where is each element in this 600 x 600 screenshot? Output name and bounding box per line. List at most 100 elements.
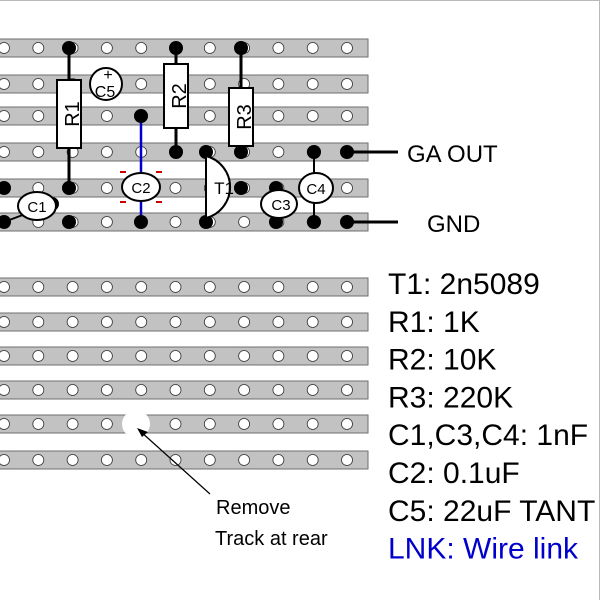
- strip-hole: [341, 182, 353, 194]
- strip-hole: [32, 350, 45, 362]
- strip-hole: [341, 454, 353, 466]
- strip-hole: [66, 454, 79, 466]
- annotation-remove: Remove: [216, 497, 290, 519]
- parts-list-item: C5: 22uF TANT: [388, 495, 595, 528]
- capacitor-c3: C3: [260, 181, 298, 229]
- strip-hole: [272, 316, 285, 328]
- strip-hole: [341, 316, 353, 328]
- parts-list-item: R3: 220K: [388, 381, 513, 414]
- strip-hole: [0, 146, 10, 158]
- c5-label: C5: [95, 84, 116, 101]
- strip-hole: [238, 350, 251, 362]
- strip-hole: [0, 350, 10, 362]
- strip-hole: [341, 384, 353, 396]
- strip-hole: [0, 454, 10, 466]
- strip-hole: [203, 418, 216, 430]
- strip-hole: [238, 384, 251, 396]
- strip-hole: [341, 418, 353, 430]
- strip-hole: [101, 182, 113, 194]
- strip-hole: [135, 454, 148, 466]
- strip-hole: [169, 350, 182, 362]
- strip-hole: [66, 316, 79, 328]
- strip-hole: [66, 418, 79, 430]
- strip-hole: [32, 454, 45, 466]
- strip-hole: [341, 281, 353, 293]
- strip-hole: [101, 418, 113, 430]
- annotation-arrowhead: [137, 428, 148, 437]
- strip-hole: [169, 418, 182, 430]
- capacitor-c4: C4: [298, 145, 334, 229]
- strip-hole: [32, 316, 45, 328]
- strip-hole: [101, 146, 113, 158]
- gnd-label: GND: [427, 211, 480, 238]
- strip-hole: [306, 78, 319, 90]
- strip-hole: [101, 110, 113, 122]
- lower-board-holes: [0, 281, 353, 466]
- strip-hole: [135, 281, 148, 293]
- resistor-r3: R3: [228, 41, 256, 159]
- strip-hole: [203, 316, 216, 328]
- strip-hole: [101, 454, 113, 466]
- strip-hole: [272, 454, 285, 466]
- c3-label: C3: [271, 197, 290, 214]
- strip-hole: [169, 182, 182, 194]
- strip-hole: [135, 78, 148, 90]
- parts-list-item: C2: 0.1uF: [388, 457, 520, 490]
- strip-hole: [32, 42, 45, 54]
- capacitor-c2: C2: [119, 171, 163, 229]
- strip-hole: [272, 78, 285, 90]
- strip-hole: [32, 418, 45, 430]
- strip-hole: [203, 78, 216, 90]
- resistor-r2: R2: [163, 41, 191, 159]
- strip-hole: [203, 42, 216, 54]
- strip-hole: [32, 110, 45, 122]
- strip-hole: [135, 42, 148, 54]
- r3-label: R3: [234, 104, 256, 130]
- c2-label: C2: [131, 180, 150, 197]
- strip-hole: [0, 384, 10, 396]
- strip-hole: [135, 384, 148, 396]
- strip-hole: [32, 146, 45, 158]
- strip-hole: [66, 350, 79, 362]
- capacitor-c5: + C5: [89, 67, 123, 101]
- strip-hole: [135, 316, 148, 328]
- strip-hole: [272, 110, 285, 122]
- strip-hole: [0, 316, 10, 328]
- t1-label: T1: [214, 179, 234, 198]
- strip-hole: [272, 350, 285, 362]
- strip-hole: [238, 454, 251, 466]
- strip-hole: [169, 384, 182, 396]
- strip-hole: [238, 216, 251, 228]
- strip-hole: [272, 281, 285, 293]
- strip-hole: [135, 350, 148, 362]
- capacitor-c1: C1: [0, 191, 59, 229]
- strip-hole: [101, 42, 113, 54]
- strip-hole: [306, 418, 319, 430]
- strip-hole: [169, 454, 182, 466]
- strip-hole: [306, 110, 319, 122]
- strip-hole: [238, 281, 251, 293]
- resistor-r1: R1: [56, 41, 84, 195]
- strip-hole: [306, 454, 319, 466]
- strip-hole: [306, 281, 319, 293]
- parts-list-item: R1: 1K: [388, 306, 480, 339]
- strip-hole: [169, 216, 182, 228]
- parts-list-item: T1: 2n5089: [388, 268, 540, 301]
- strip-hole: [272, 146, 285, 158]
- strip-hole: [0, 281, 10, 293]
- annotation-track: Track at rear: [215, 528, 328, 550]
- strip-hole: [101, 281, 113, 293]
- r1-label: R1: [62, 101, 84, 127]
- strip-hole: [238, 316, 251, 328]
- strip-hole: [101, 384, 113, 396]
- c5-plus: +: [103, 67, 112, 84]
- ga-out-label: GA OUT: [407, 141, 498, 168]
- strip-hole: [203, 110, 216, 122]
- strip-hole: [32, 384, 45, 396]
- parts-list-item: C1,C3,C4: 1nF: [388, 419, 588, 452]
- parts-list-item: R2: 10K: [388, 344, 496, 377]
- strip-hole: [306, 350, 319, 362]
- strip-hole: [101, 350, 113, 362]
